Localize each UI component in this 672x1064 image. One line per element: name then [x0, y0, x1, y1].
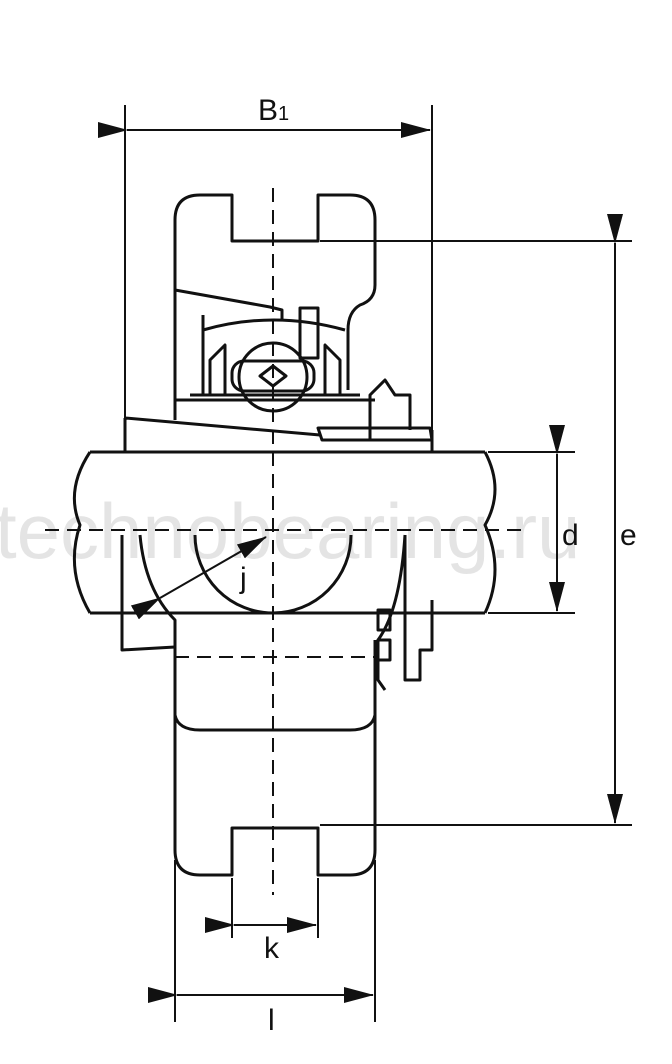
label-b1: B1: [258, 94, 289, 127]
label-d: d: [562, 519, 579, 552]
j-dimension-arrow: [130, 536, 267, 620]
label-l: l: [268, 1004, 275, 1037]
label-e: e: [620, 519, 637, 552]
label-j: j: [239, 562, 247, 595]
upper-housing: [123, 193, 434, 452]
label-k: k: [264, 932, 280, 965]
lower-housing: [120, 534, 434, 877]
label-b1-main: B: [258, 94, 278, 127]
label-b1-sub: 1: [278, 103, 289, 125]
